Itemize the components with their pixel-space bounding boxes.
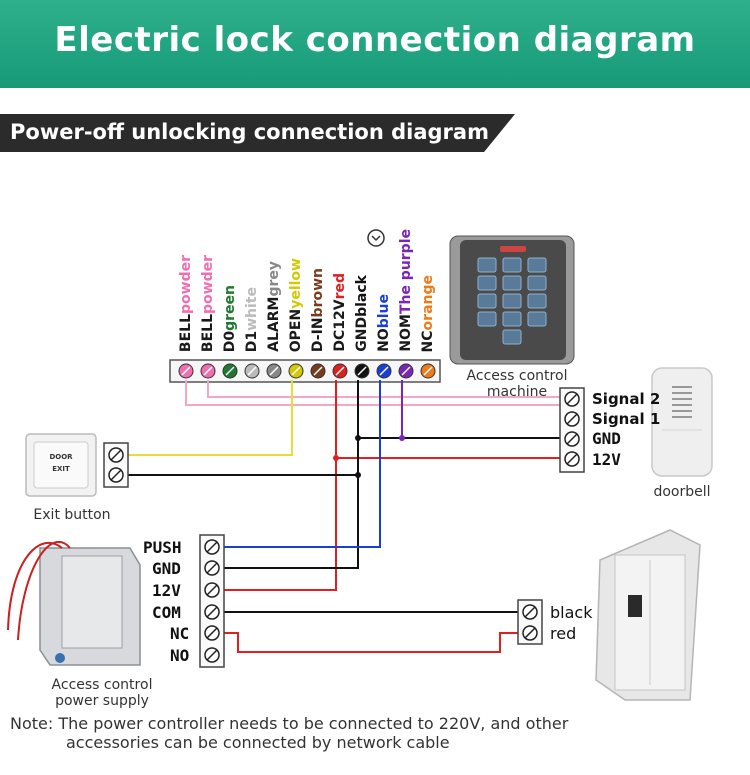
exit-face-line1: DOOR [49, 453, 73, 461]
wire-bell-2 [207, 380, 560, 398]
exit-face-line2: EXIT [52, 465, 70, 473]
section-header: Power-off unlocking connection diagram [0, 114, 515, 152]
doorbell-device [651, 367, 713, 477]
lock-wire-label: black [550, 603, 593, 622]
psu-caption-line1: Access control [51, 677, 153, 693]
exit-screws [108, 447, 124, 483]
wire-nc-lock [222, 632, 522, 653]
doorbell-terminal-label: Signal 2 [592, 390, 661, 408]
terminal-pin [200, 363, 216, 379]
lock-wire-label: red [550, 624, 577, 643]
exit-button-caption: Exit button [33, 507, 111, 523]
doorbell-terminal-label: 12V [592, 450, 621, 469]
psu-terminal-label: 12V [152, 581, 181, 600]
wire-bell-1 [185, 380, 560, 406]
terminal-pin [178, 363, 194, 379]
psu-caption-line2: power supply [55, 693, 149, 709]
terminal-pin [222, 363, 238, 379]
terminal-pin [244, 363, 260, 379]
doorbell-terminal-label: Signal 1 [592, 410, 661, 428]
psu-caption: Access control power supply [42, 677, 162, 709]
psu-terminal-label: NC [170, 624, 190, 643]
exit-button-device [25, 433, 97, 497]
terminal-pin [332, 363, 348, 379]
note-line1: Note: The power controller needs to be c… [10, 714, 569, 733]
terminal-pin [354, 363, 370, 379]
terminal-pin [266, 363, 282, 379]
psu-terminal-label: GND [152, 559, 181, 578]
psu-terminal-block [199, 534, 225, 668]
chevron-down-icon [367, 229, 385, 247]
note-line2: accessories can be connected by network … [66, 733, 450, 752]
terminal-pin [420, 363, 436, 379]
wire-gnd-psu [222, 475, 359, 569]
page-title: Electric lock connection diagram [54, 20, 696, 60]
psu-terminal-label: PUSH [143, 538, 182, 557]
footer-note: Note: The power controller needs to be c… [10, 714, 568, 752]
access-control-caption-line2: machine [486, 384, 548, 400]
keypad-device [449, 235, 575, 365]
junction [355, 435, 361, 441]
exit-button-face: DOOR EXIT [40, 451, 82, 475]
wire-gnd-exit [128, 438, 359, 476]
access-control-caption: Access control machine [462, 368, 572, 400]
terminal-strip [169, 359, 441, 383]
doorbell-caption: doorbell [653, 484, 711, 500]
junction [355, 472, 361, 478]
terminal-pin [288, 363, 304, 379]
wire-no-push [222, 380, 381, 548]
doorbell-terminal-label: GND [592, 429, 621, 448]
junction [333, 455, 339, 461]
lock-screws [522, 604, 538, 641]
wire-12v-psu [222, 380, 337, 591]
psu-terminal-label: NO [170, 646, 190, 665]
section-title: Power-off unlocking connection diagram [10, 120, 489, 144]
pin-dots [178, 363, 436, 379]
junction [399, 435, 405, 441]
terminal-pin [376, 363, 392, 379]
wire-open [128, 380, 293, 456]
chevron-down-icon [371, 235, 381, 242]
electric-lock-device [595, 529, 701, 701]
psu-terminal-label: COM [152, 603, 181, 622]
terminal-pin [398, 363, 414, 379]
doorbell-screws [564, 391, 580, 467]
access-control-caption-line1: Access control [466, 368, 568, 384]
psu-screws [204, 539, 220, 663]
terminal-pin [310, 363, 326, 379]
header-banner: Electric lock connection diagram [0, 0, 750, 88]
power-supply-device [7, 541, 141, 666]
